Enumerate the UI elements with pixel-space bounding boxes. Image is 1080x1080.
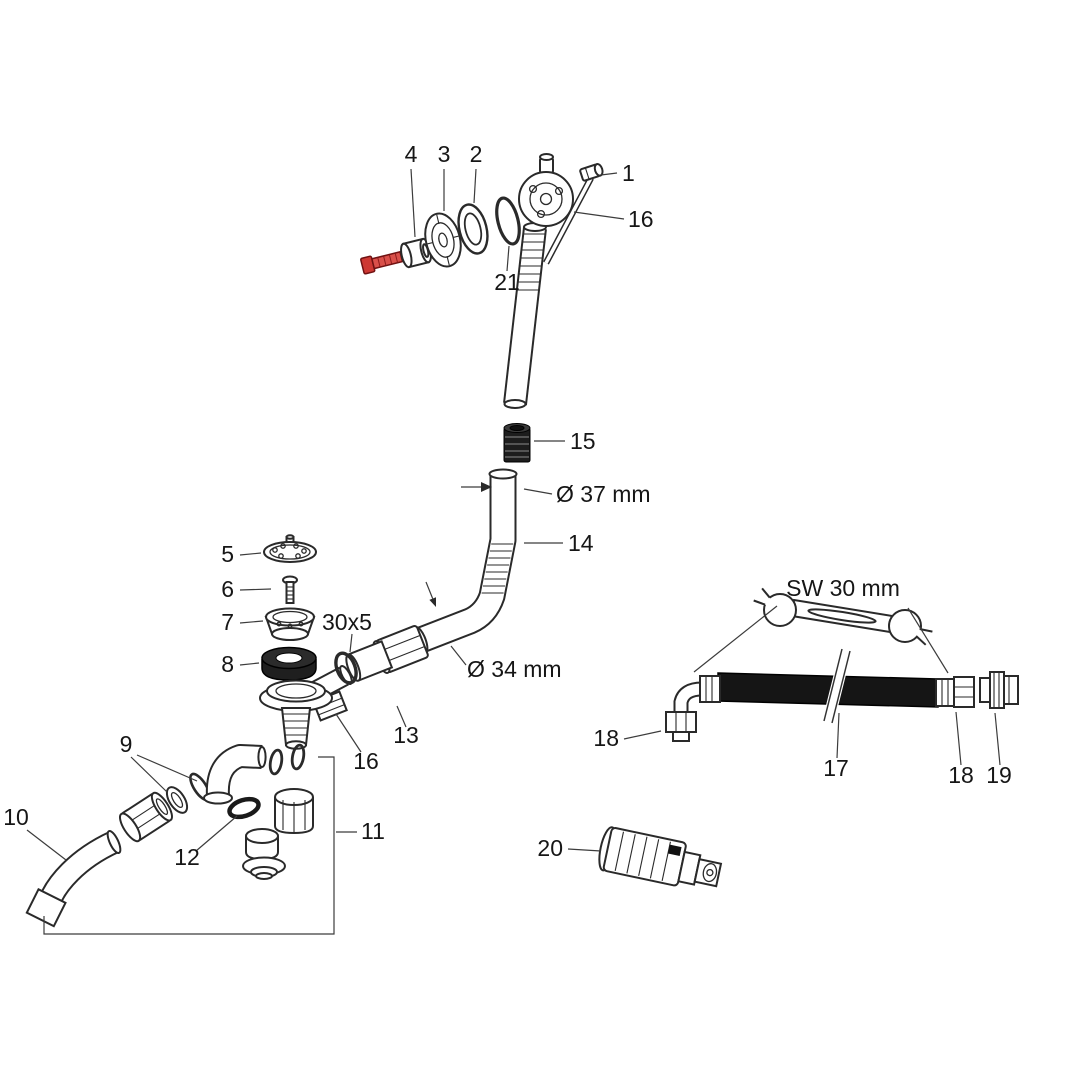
elbow-orings <box>268 743 306 776</box>
dim-wrench-size: SW 30 mm <box>786 575 900 601</box>
part-18-right-nut <box>935 676 975 708</box>
callout-3: 3 <box>438 141 451 167</box>
part-15-adapter <box>503 423 531 463</box>
callout-13: 13 <box>393 722 419 748</box>
wrench-leader-right <box>907 607 949 674</box>
part-5-strainer-plate <box>263 534 317 563</box>
callout-9: 9 <box>120 731 133 757</box>
part-7-strainer-basket <box>264 607 316 641</box>
part-16-overflow-housing <box>518 153 574 227</box>
dim-lower-pipe: Ø 34 mm <box>467 656 562 682</box>
highlight-screw <box>360 250 404 275</box>
drain-body <box>259 679 333 750</box>
part-30x5-seal <box>334 651 358 685</box>
part-2-washer <box>457 203 489 255</box>
callout-20: 20 <box>537 835 563 861</box>
part-6-screw <box>282 575 298 604</box>
part-14-bent-pipe <box>413 468 518 654</box>
callout-17: 17 <box>823 755 849 781</box>
part-1-cap <box>579 163 604 182</box>
callout-11: 11 <box>361 818 385 844</box>
part-9-nut-olive <box>119 772 211 843</box>
part-20-connector <box>598 826 723 888</box>
callout-18-right: 18 <box>948 762 974 788</box>
part-3-flange <box>424 212 462 268</box>
callout-16-top: 16 <box>628 206 654 232</box>
callout-8: 8 <box>221 651 234 677</box>
part-11-double-socket <box>242 788 314 880</box>
callout-5: 5 <box>221 541 234 567</box>
part-8-rubber-seal <box>261 646 317 681</box>
overflow-pull-rod <box>543 176 594 265</box>
callout-12: 12 <box>174 844 200 870</box>
callout-14: 14 <box>568 530 594 556</box>
trap-elbow <box>203 744 267 805</box>
wrench-leader-left <box>693 605 778 673</box>
callout-2: 2 <box>470 141 483 167</box>
dim-seal-size: 30x5 <box>322 609 372 635</box>
callout-4: 4 <box>405 141 418 167</box>
callout-16-lower: 16 <box>353 748 379 774</box>
part-4-sleeve <box>400 237 432 269</box>
callout-6: 6 <box>221 576 234 602</box>
part-13-nut-tailpiece <box>345 625 429 682</box>
part-12-oring <box>227 796 261 820</box>
part-21-oring <box>495 196 521 246</box>
part-19-connector <box>979 671 1019 709</box>
callout-18-left: 18 <box>593 725 619 751</box>
part-18-left-elbow <box>665 675 721 742</box>
callout-10: 10 <box>3 804 29 830</box>
wrench-icon <box>753 587 933 646</box>
overflow-pipe <box>503 222 547 409</box>
callout-7: 7 <box>221 609 234 635</box>
bracket-11 <box>43 756 335 935</box>
part-17-hose <box>717 648 939 724</box>
part-10-spout <box>25 829 122 928</box>
callout-19: 19 <box>986 762 1012 788</box>
callout-1: 1 <box>622 160 635 186</box>
dim-upper-pipe: Ø 37 mm <box>556 481 651 507</box>
callout-21: 21 <box>494 269 520 295</box>
leader-lines <box>26 168 1001 861</box>
callout-15: 15 <box>570 428 596 454</box>
